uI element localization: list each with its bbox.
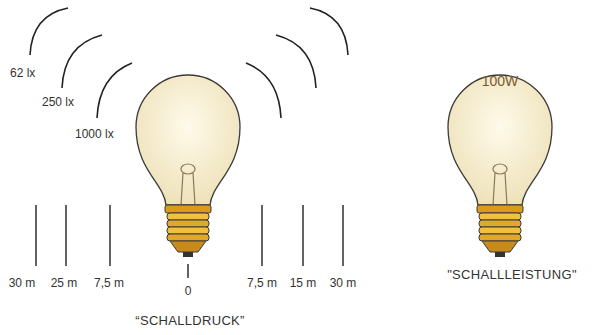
distance-label: 15 m <box>290 276 317 290</box>
wattage-label: 100W <box>440 73 560 89</box>
lux-label: 1000 lx <box>75 127 114 141</box>
distance-label: 0 <box>185 284 192 298</box>
caption-label: "SCHALLLEISTUNG" <box>447 268 577 282</box>
distance-lines <box>36 205 343 278</box>
light-bulb: 100W <box>440 65 560 265</box>
distance-label: 7,5 m <box>247 276 277 290</box>
caption-label: “SCHALLDRUCK” <box>135 314 244 328</box>
wave-arcs <box>30 8 348 118</box>
bulb-shape <box>448 75 552 257</box>
distance-label: 25 m <box>51 276 78 290</box>
distance-label: 30 m <box>330 276 357 290</box>
lux-label: 250 lx <box>42 95 74 109</box>
lux-label: 62 lx <box>10 66 35 80</box>
distance-label: 7,5 m <box>94 276 124 290</box>
distance-label: 30 m <box>9 276 36 290</box>
bulb-outline <box>440 65 560 265</box>
light-bulb <box>136 75 240 257</box>
